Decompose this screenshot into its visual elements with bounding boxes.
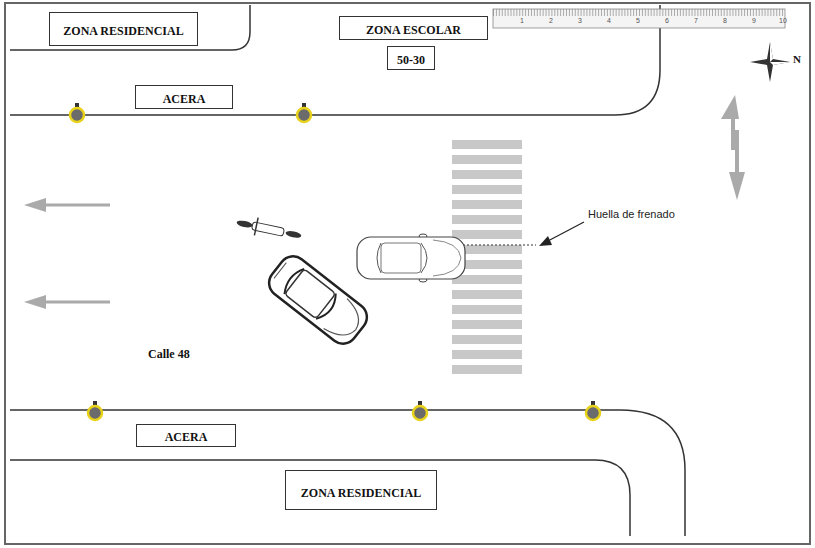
zone-box: ZONA RESIDENCIAL: [49, 12, 198, 46]
lamp-post: [413, 406, 427, 420]
crosswalk-stripe: [452, 365, 522, 374]
direction-arrow: [24, 295, 46, 309]
zone-box: ZONA ESCOLAR: [339, 16, 488, 40]
crosswalk-stripe: [452, 215, 522, 224]
box-text: ACERA: [163, 92, 206, 106]
car-hood: [324, 299, 368, 345]
car-windshield: [421, 243, 427, 273]
direction-arrow: [24, 198, 46, 212]
scale-number: 3: [578, 17, 582, 24]
scale-number: 1: [520, 17, 524, 24]
curb-line: [10, 410, 685, 536]
crosswalk-stripe: [452, 140, 522, 149]
street-name: Calle 48: [148, 347, 190, 362]
scale-ruler: [493, 9, 785, 28]
car-body: [263, 251, 372, 350]
car-trunk: [274, 263, 286, 279]
box-text: 50-30: [397, 53, 425, 67]
scale-number: 8: [723, 17, 727, 24]
crosswalk-stripe: [452, 335, 522, 344]
scale-number: 5: [636, 17, 640, 24]
crosswalk-stripe: [452, 290, 522, 299]
leader-arrowhead: [539, 236, 552, 246]
scale-number: 9: [752, 17, 756, 24]
box-text: ZONA RESIDENCIAL: [301, 486, 421, 500]
direction-arrow: [42, 204, 110, 207]
crosswalk-stripe: [452, 155, 522, 164]
lamp-post: [88, 406, 102, 420]
scale-number: 7: [694, 17, 698, 24]
direction-arrow: [735, 130, 739, 174]
sidewalk-box: ACERA: [135, 85, 233, 109]
motorcycle: [235, 214, 303, 245]
lamp-post: [586, 406, 600, 420]
compass-rose: [770, 62, 790, 65]
frame: [5, 3, 810, 544]
car-rear-window: [281, 266, 305, 294]
car-windshield: [316, 294, 340, 323]
box-text: ZONA ESCOLAR: [366, 23, 461, 37]
skid-mark: [463, 244, 536, 245]
lamp-post: [297, 103, 311, 122]
curb-line: [10, 460, 630, 536]
moto-wheel: [236, 219, 253, 228]
lamp-post: [413, 401, 427, 420]
crosswalk-stripe: [452, 305, 522, 314]
moto-wheel: [285, 230, 302, 239]
crosswalk-stripe: [452, 185, 522, 194]
curb-line: [10, 5, 250, 50]
lamp-post: [297, 108, 311, 122]
compass-rose: [770, 42, 773, 62]
crosswalk-stripe: [452, 320, 522, 329]
scale-number: 6: [665, 17, 669, 24]
direction-arrow: [729, 172, 745, 200]
crosswalk-stripe: [452, 170, 522, 179]
dark-car: [263, 251, 372, 350]
speed-limit-box: 50-30: [387, 46, 435, 70]
moto-handlebar: [254, 218, 258, 236]
leader-line: [546, 222, 584, 242]
scale-ticks: [493, 9, 785, 16]
lamp-post: [88, 401, 102, 420]
scale-number: 4: [607, 17, 611, 24]
crosswalk-stripe: [452, 230, 522, 239]
zone-box: ZONA RESIDENCIAL: [285, 470, 437, 510]
car-hood: [433, 240, 461, 276]
car-rear-window: [377, 243, 381, 273]
lamp-post: [70, 108, 84, 122]
direction-arrow: [721, 95, 739, 119]
scale-number: 10: [779, 17, 787, 24]
crosswalk-stripe: [452, 200, 522, 209]
box-text: ZONA RESIDENCIAL: [63, 24, 183, 38]
direction-arrow: [731, 115, 735, 150]
direction-arrow: [42, 301, 110, 304]
crosswalk-stripe: [452, 275, 522, 284]
sidewalk-box: ACERA: [136, 424, 236, 447]
car-body: [357, 237, 465, 279]
box-text: ACERA: [165, 430, 208, 444]
white-car: [357, 234, 465, 282]
lamp-post: [586, 401, 600, 420]
compass-rose: [750, 42, 790, 82]
crosswalk-stripe: [452, 350, 522, 359]
scale-number: 2: [549, 17, 553, 24]
car-roof: [381, 243, 421, 273]
compass-label: N: [793, 53, 801, 65]
callout-label: Huella de frenado: [588, 208, 675, 220]
lamp-post: [70, 103, 84, 122]
